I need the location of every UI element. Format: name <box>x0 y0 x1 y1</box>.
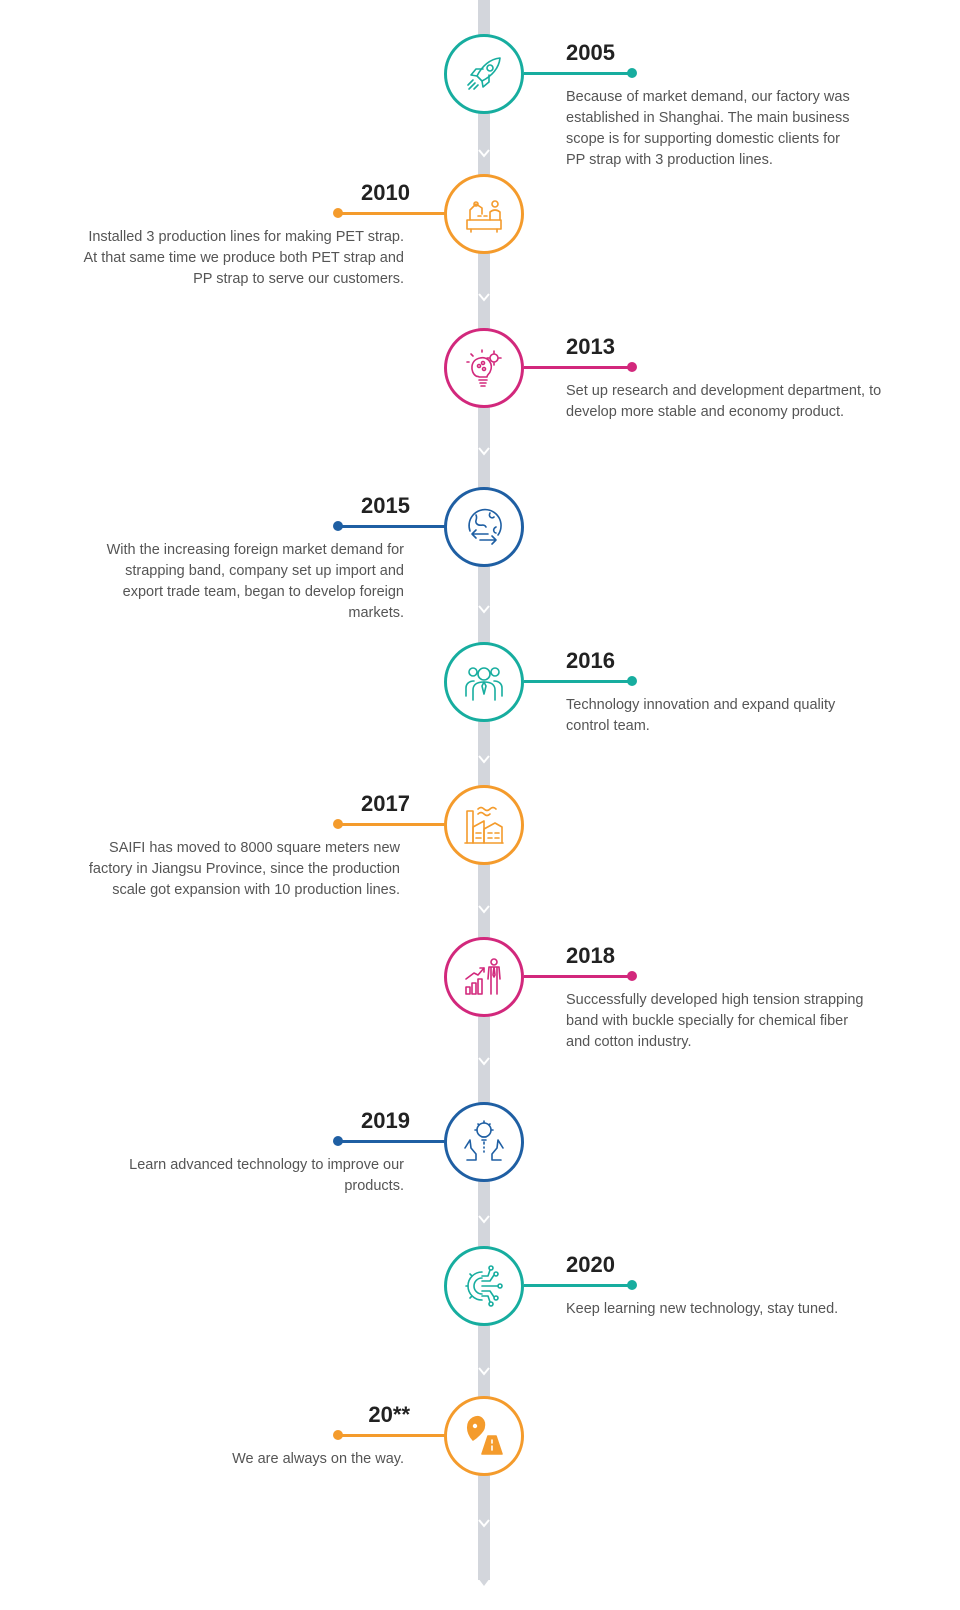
event-description: Set up research and development departme… <box>566 383 882 420</box>
event-connector-line <box>338 823 446 826</box>
timeline-event-2013: 2013 Set up research and development dep… <box>0 328 960 488</box>
timeline-event-2017: 2017 SAIFI has moved to 8000 square mete… <box>0 785 960 945</box>
event-year: 2019 <box>361 1108 410 1133</box>
event-connector-line <box>338 1140 446 1143</box>
event-connector-dot <box>333 1136 343 1146</box>
circuit-gear-icon <box>465 1265 503 1307</box>
timeline-event-2015: 2015 With the increasing foreign market … <box>0 487 960 647</box>
event-icon-circle <box>444 1246 524 1326</box>
timeline-event-2019: 2019 Learn advanced technology to improv… <box>0 1102 960 1262</box>
hands-lightbulb-icon <box>464 1120 504 1161</box>
event-description: Technology innovation and expand quality… <box>566 697 836 734</box>
timeline-event-2016: 2016 Technology innovation and expand qu… <box>0 642 960 802</box>
event-year: 2017 <box>361 791 410 816</box>
event-icon-circle <box>444 174 524 254</box>
event-icon-circle <box>444 1102 524 1182</box>
event-description: Keep learning new technology, stay tuned… <box>566 1301 839 1317</box>
event-connector-dot <box>333 819 343 829</box>
event-year: 2016 <box>566 648 615 673</box>
event-connector-line <box>524 975 634 978</box>
event-connector-line <box>338 525 446 528</box>
event-connector-line <box>524 680 634 683</box>
event-connector-dot <box>627 68 637 78</box>
event-icon-circle <box>444 785 524 865</box>
event-connector-line <box>524 1284 634 1287</box>
event-year: 2018 <box>566 943 615 968</box>
event-year: 2010 <box>361 180 410 205</box>
event-icon-circle <box>444 487 524 567</box>
event-icon-circle <box>444 328 524 408</box>
spine-chevron <box>478 293 490 302</box>
event-year: 2013 <box>566 334 615 359</box>
event-icon-circle <box>444 642 524 722</box>
spine-chevron <box>478 1057 490 1066</box>
growth-chart-person-icon <box>465 958 501 995</box>
event-connector-dot <box>627 676 637 686</box>
event-connector-line <box>524 366 634 369</box>
factory-building-icon <box>464 806 504 844</box>
factory-workers-icon <box>466 200 502 233</box>
spine-chevron <box>478 905 490 914</box>
spine-chevron <box>478 755 490 764</box>
event-icon-circle <box>444 34 524 114</box>
event-description: Learn advanced technology to improve our… <box>129 1157 404 1194</box>
event-description: With the increasing foreign market deman… <box>106 542 404 621</box>
spine-chevron <box>478 149 490 158</box>
event-year: 2020 <box>566 1252 615 1277</box>
rocket-icon <box>467 57 501 90</box>
event-icon-circle <box>444 1396 524 1476</box>
event-description: SAIFI has moved to 8000 square meters ne… <box>88 840 400 898</box>
spine-chevron <box>478 1519 490 1528</box>
timeline-event-2010: 2010 Installed 3 production lines for ma… <box>0 174 960 334</box>
spine-chevron <box>478 1367 490 1376</box>
event-year: 2005 <box>566 40 615 65</box>
event-connector-dot <box>627 971 637 981</box>
spine-chevron <box>478 447 490 456</box>
event-connector-line <box>338 1434 446 1437</box>
spine-chevron <box>478 1215 490 1224</box>
event-connector-dot <box>627 362 637 372</box>
timeline-event-future: 20** We are always on the way. <box>0 1396 960 1556</box>
event-year: 20** <box>368 1402 410 1427</box>
event-year: 2015 <box>361 493 410 518</box>
timeline-spine-end <box>478 1578 490 1586</box>
event-description: Because of market demand, our factory wa… <box>566 89 850 168</box>
event-description: We are always on the way. <box>232 1451 404 1467</box>
team-icon <box>465 667 503 701</box>
event-icon-circle <box>444 937 524 1017</box>
timeline-event-2020: 2020 Keep learning new technology, stay … <box>0 1246 960 1406</box>
event-connector-line <box>524 72 634 75</box>
event-connector-dot <box>627 1280 637 1290</box>
timeline-event-2018: 2018 Successfully developed high tension… <box>0 937 960 1097</box>
event-connector-dot <box>333 1430 343 1440</box>
event-description: Installed 3 production lines for making … <box>83 229 404 287</box>
location-road-icon <box>466 1415 503 1455</box>
lightbulb-gear-icon <box>466 349 502 387</box>
event-connector-dot <box>333 521 343 531</box>
event-connector-line <box>338 212 446 215</box>
event-connector-dot <box>333 208 343 218</box>
spine-chevron <box>478 605 490 614</box>
globe-arrows-icon <box>468 508 502 545</box>
event-description: Successfully developed high tension stra… <box>566 992 864 1050</box>
timeline-event-2005: 2005 Because of market demand, our facto… <box>0 34 960 194</box>
